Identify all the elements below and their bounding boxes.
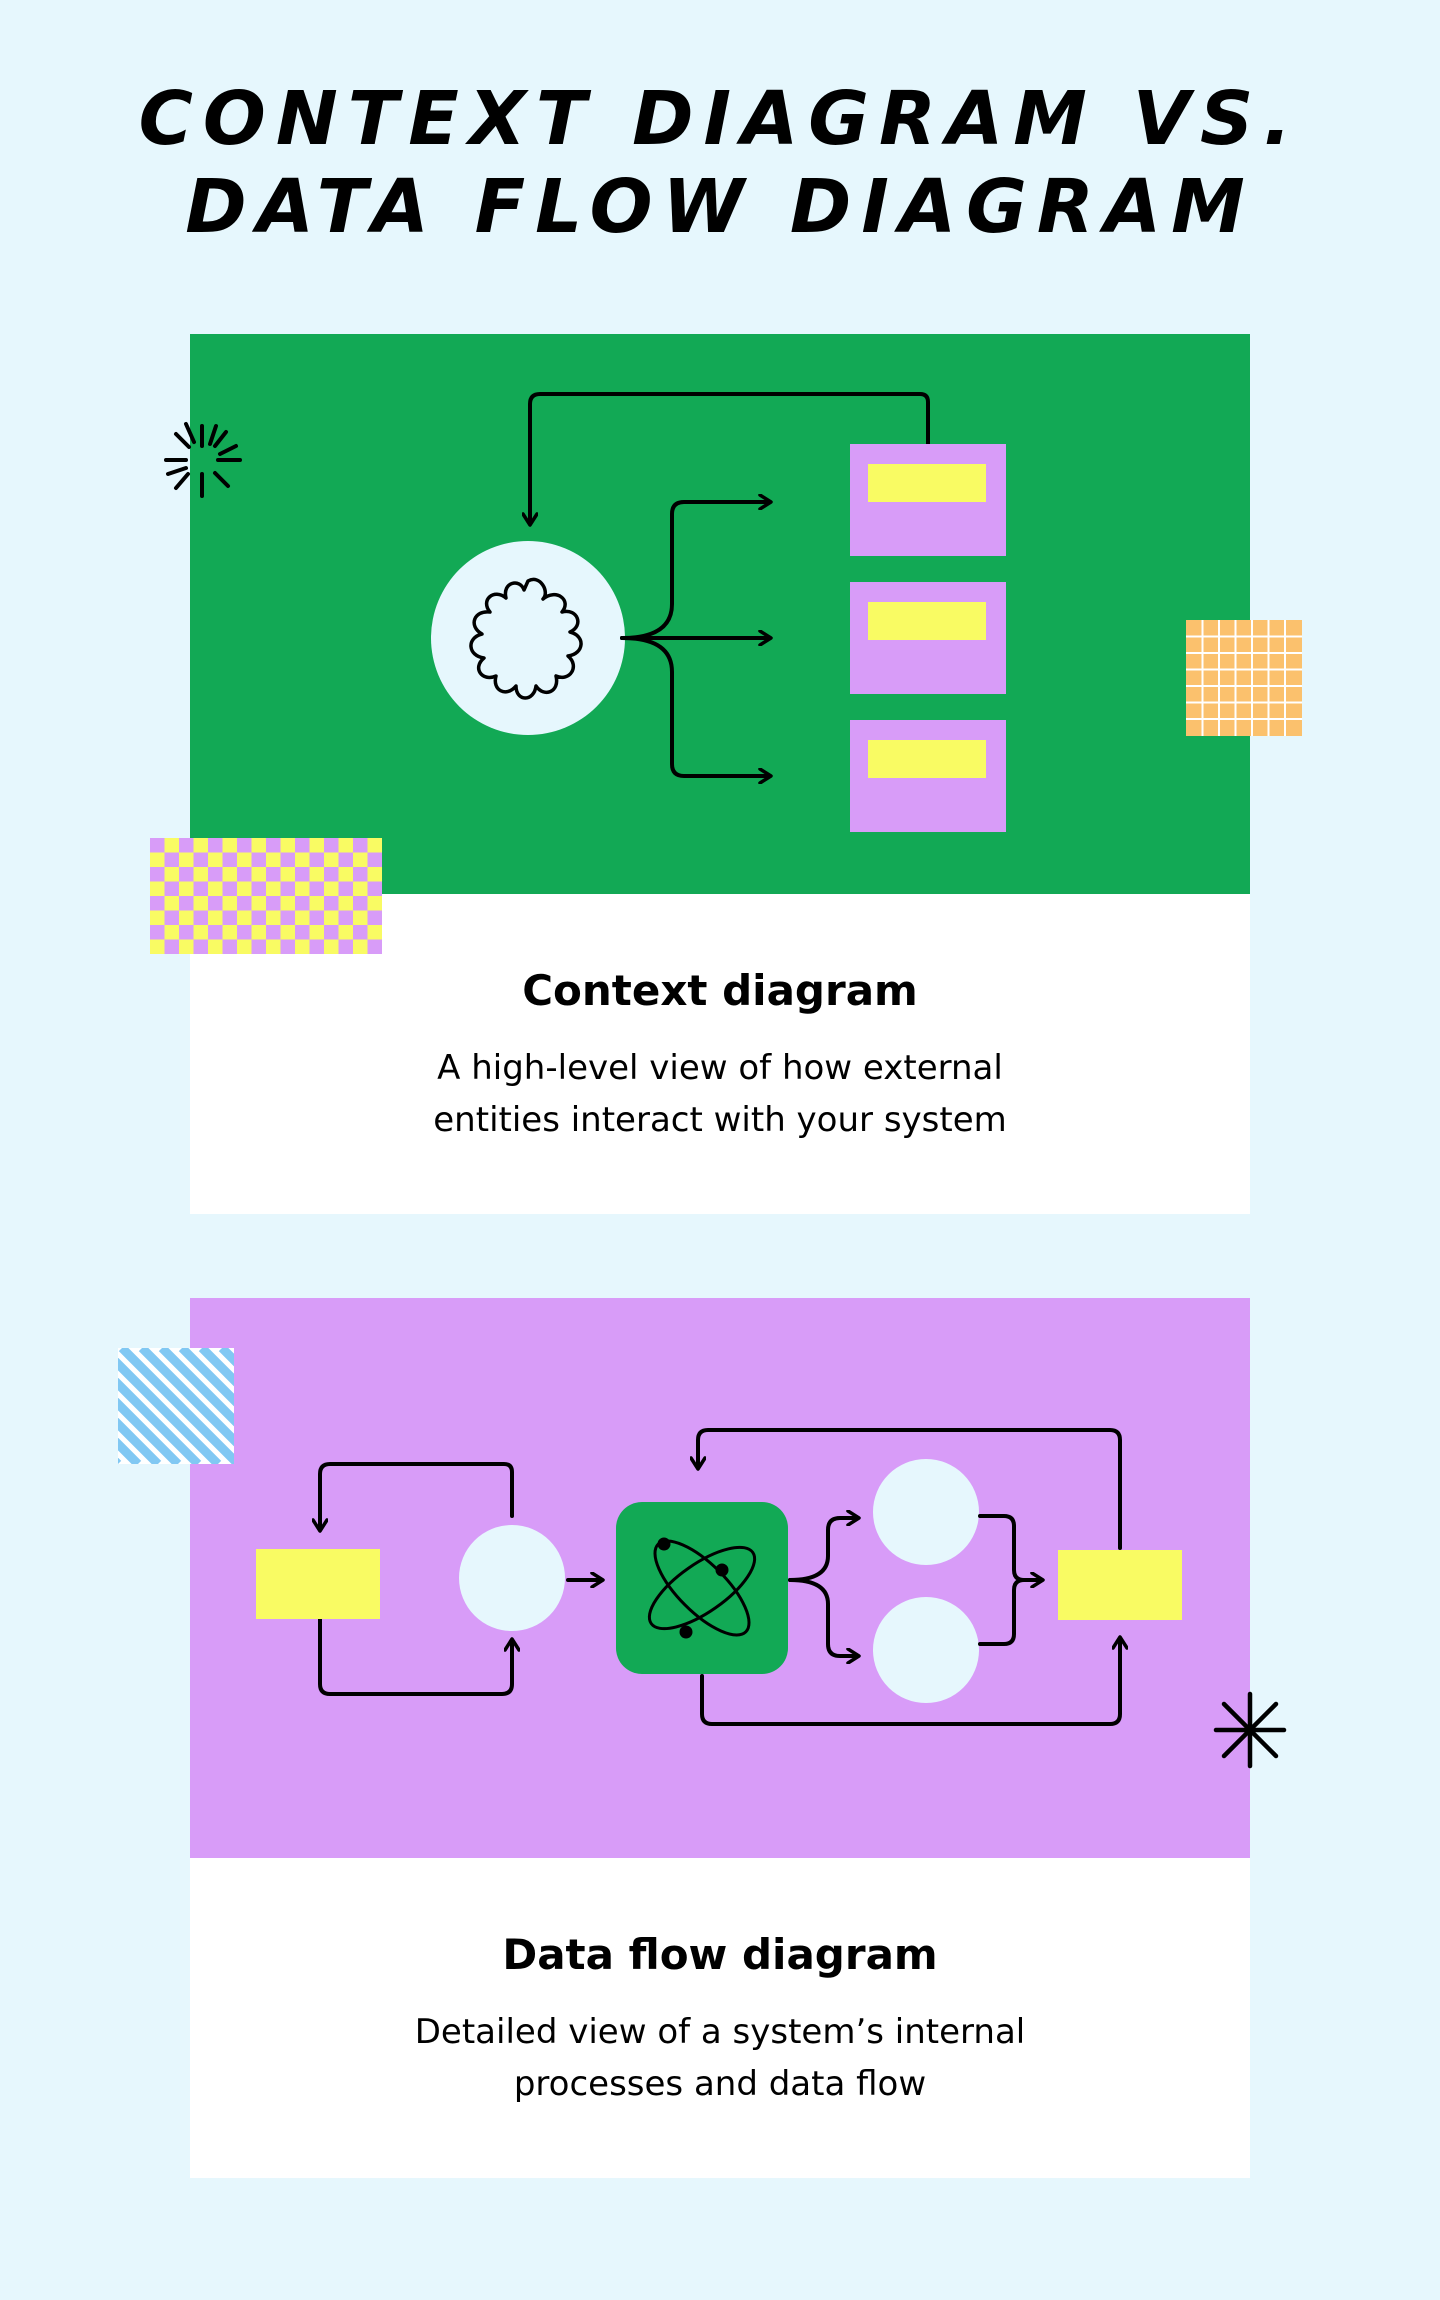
data-flow-diagram-illustration — [190, 1298, 1250, 1858]
split-arrow-top — [788, 1518, 858, 1582]
merge-arrow-bottom — [978, 1578, 1026, 1646]
orange-grid-pattern — [1186, 620, 1302, 736]
left-loop-top-arrow — [320, 1462, 514, 1530]
context-diagram-description: A high-level view of how external entiti… — [433, 1048, 1007, 1140]
branch-arrow-top — [620, 502, 770, 640]
external-entity-2 — [850, 582, 1006, 694]
merge-arrow-top — [978, 1514, 1042, 1580]
core-process-box — [616, 1502, 788, 1674]
feedback-arrow — [530, 392, 930, 524]
atom-icon — [647, 1537, 757, 1639]
data-store-right — [1058, 1550, 1182, 1620]
sparkle-icon-top-left — [164, 422, 242, 498]
process-circle-left — [459, 1525, 565, 1631]
outer-loop-top-arrow — [698, 1428, 1122, 1550]
context-diagram-illustration — [190, 334, 1250, 894]
data-flow-diagram-card: Data flow diagram Detailed view of a sys… — [190, 1298, 1250, 2178]
title-line-2: DATA FLOW DIAGRAM — [185, 164, 1255, 250]
system-circle — [431, 541, 625, 735]
external-entity-1 — [850, 444, 1006, 556]
checkered-pattern — [150, 838, 382, 954]
left-loop-bottom-arrow — [318, 1564, 512, 1696]
outer-loop-bottom-arrow — [700, 1638, 1120, 1726]
context-diagram-svg — [431, 392, 1006, 832]
context-diagram-heading: Context diagram — [522, 966, 918, 1015]
split-arrow-bottom — [788, 1578, 858, 1656]
flower-icon — [469, 577, 583, 700]
external-entity-3 — [850, 720, 1006, 832]
asterisk-icon-bottom-right — [1213, 1691, 1287, 1769]
data-flow-diagram-description: Detailed view of a system’s internal pro… — [414, 2012, 1026, 2104]
page-title: CONTEXT DIAGRAM VS. DATA FLOW DIAGRAM — [0, 75, 1440, 251]
process-circle-bottom — [873, 1597, 979, 1703]
title-line-1: CONTEXT DIAGRAM VS. — [138, 76, 1302, 162]
branch-arrow-bottom — [620, 636, 770, 776]
data-flow-diagram-svg — [256, 1428, 1182, 1726]
data-store-left — [256, 1549, 380, 1619]
data-flow-diagram-heading: Data flow diagram — [502, 1930, 938, 1979]
striped-pattern — [118, 1348, 234, 1464]
context-diagram-card: Context diagram A high-level view of how… — [190, 334, 1250, 1214]
process-circle-top — [873, 1459, 979, 1565]
